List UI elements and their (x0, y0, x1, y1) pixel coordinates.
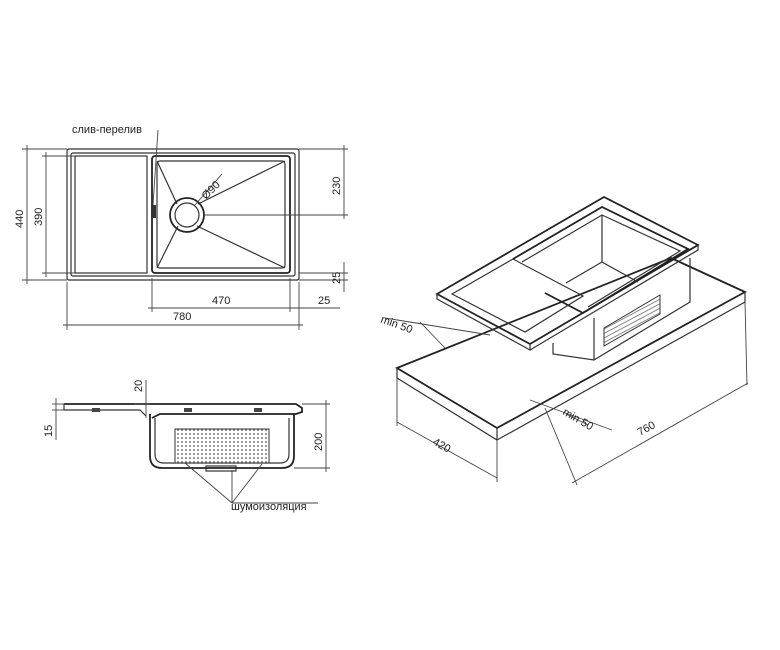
dim-overall-width: 780 (173, 311, 191, 323)
iso-dim-length: 760 (636, 419, 658, 438)
countertop-side (496, 292, 746, 441)
overflow-leader (152, 129, 159, 206)
iso-dim-min-back: min 50 (379, 314, 414, 337)
iso-dim-min-side: min 50 (561, 406, 596, 433)
bowl-side (149, 414, 295, 469)
insulation-leader (231, 463, 263, 504)
slope-line (156, 160, 178, 205)
clip (254, 408, 262, 412)
dim-line-min-50-side (565, 413, 589, 426)
insulation-leader (184, 462, 233, 504)
drain-diameter-label: Ø90 (200, 179, 223, 202)
iso-bowl-interior-floor (565, 261, 603, 284)
dim-thickness: 15 (43, 425, 55, 437)
slope-line (156, 225, 179, 269)
dim-depth: 200 (313, 433, 325, 451)
diameter-leader (194, 173, 223, 206)
noise-insulation-label: шумоизоляция (231, 501, 307, 513)
clip (92, 408, 100, 412)
dim-bowl-depth: 390 (33, 208, 45, 226)
dim-line-420 (396, 421, 498, 479)
slope-line (197, 160, 286, 205)
dim-drain-offset: 230 (331, 177, 343, 195)
ext-line (544, 407, 578, 486)
dim-bottom-margin: 25 (331, 272, 343, 284)
side-view: шумоизоляция 20 15 200 (43, 380, 330, 513)
iso-drainboard (450, 258, 585, 333)
sink-outline (66, 148, 300, 281)
bowl-outline (151, 155, 291, 274)
sink-flange-front (436, 294, 531, 352)
dim-line-760 (571, 382, 749, 484)
bowl-inner (156, 160, 286, 269)
iso-noise-insulation (603, 294, 661, 347)
noise-insulation-pad (174, 428, 270, 464)
overflow-hole (151, 205, 156, 218)
top-view: слив-перелив Ø90 780 470 25 440 390 230 … (14, 124, 348, 330)
iso-view: 420 760 min 50 min 50 (379, 195, 749, 486)
slope-line (196, 225, 286, 269)
side-drain (205, 465, 237, 472)
sink-flange-side (529, 245, 699, 351)
dim-line-min-50-back (419, 321, 446, 349)
sink-inner-outline (70, 152, 296, 277)
iso-bowl-inner-rim (521, 214, 682, 308)
drainboard (74, 155, 148, 274)
flange-edge (63, 404, 147, 417)
dim-overall-depth: 440 (14, 210, 26, 228)
iso-bowl-interior-corner (601, 215, 639, 283)
drain-inner (174, 202, 200, 228)
iso-bowl-opening (512, 205, 690, 315)
clip (184, 408, 192, 412)
dim-flange: 20 (133, 380, 145, 392)
countertop-front (396, 368, 498, 442)
countertop-top (394, 257, 748, 430)
ext-line (744, 301, 748, 386)
ext-line (384, 317, 491, 336)
sink-flange (435, 195, 700, 346)
dim-right-margin: 25 (318, 295, 330, 307)
flange-top (64, 403, 303, 419)
iso-dim-depth: 420 (431, 436, 453, 455)
ext-line (529, 399, 613, 431)
dim-bowl-width: 470 (212, 295, 230, 307)
overflow-label: слив-перелив (72, 124, 142, 136)
